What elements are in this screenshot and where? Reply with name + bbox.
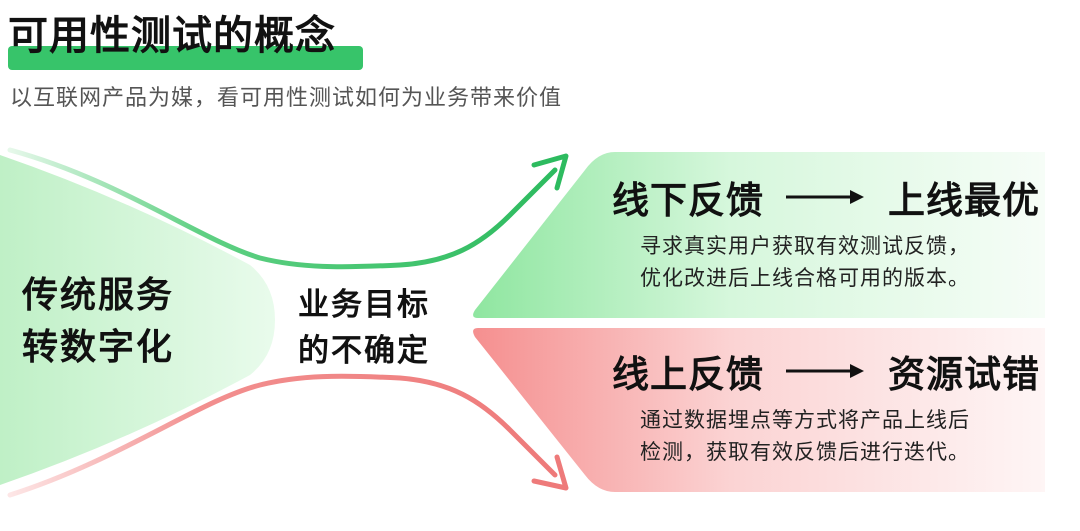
center-label-line1: 业务目标 bbox=[298, 287, 430, 323]
right-arrow-icon bbox=[786, 363, 866, 379]
left-funnel-shape bbox=[0, 155, 275, 485]
top-box-from: 线下反馈 bbox=[612, 179, 764, 222]
title-highlight bbox=[8, 46, 363, 70]
top-box-desc-line2: 优化改进后上线合格可用的版本。 bbox=[640, 266, 970, 290]
top-box-description: 寻求真实用户获取有效测试反馈， 优化改进后上线合格可用的版本。 bbox=[640, 230, 970, 294]
bottom-box-desc-line2: 检测，获取有效反馈后进行迭代。 bbox=[640, 440, 970, 464]
top-box-desc-line1: 寻求真实用户获取有效测试反馈， bbox=[640, 234, 970, 258]
bottom-box-from: 线上反馈 bbox=[612, 353, 764, 396]
left-label: 传统服务 转数字化 bbox=[22, 270, 174, 374]
top-box-to: 上线最优 bbox=[888, 179, 1040, 222]
green-arrowhead bbox=[531, 153, 569, 191]
left-label-line2: 转数字化 bbox=[22, 327, 175, 368]
page-title: 可用性测试的概念 bbox=[8, 13, 336, 59]
green-flow-line bbox=[7, 147, 558, 270]
bottom-box-to: 资源试错 bbox=[888, 353, 1040, 396]
top-outcome-box bbox=[473, 152, 1046, 318]
right-arrow-icon bbox=[786, 189, 866, 205]
center-label-line2: 的不确定 bbox=[298, 333, 430, 369]
left-label-line1: 传统服务 bbox=[22, 275, 175, 316]
bottom-box-heading: 线上反馈 资源试错 bbox=[612, 344, 1040, 398]
bottom-box-desc-line1: 通过数据埋点等方式将产品上线后 bbox=[640, 408, 970, 432]
top-box-heading: 线下反馈 上线最优 bbox=[612, 170, 1040, 224]
page-subtitle: 以互联网产品为媒，看可用性测试如何为业务带来价值 bbox=[10, 86, 563, 111]
center-label: 业务目标 的不确定 bbox=[298, 282, 430, 374]
bottom-box-description: 通过数据埋点等方式将产品上线后 检测，获取有效反馈后进行迭代。 bbox=[640, 404, 970, 468]
bottom-outcome-box bbox=[473, 328, 1046, 492]
title-block: 可用性测试的概念 bbox=[8, 6, 363, 70]
red-arrowhead bbox=[531, 454, 569, 491]
red-flow-line bbox=[7, 373, 558, 498]
